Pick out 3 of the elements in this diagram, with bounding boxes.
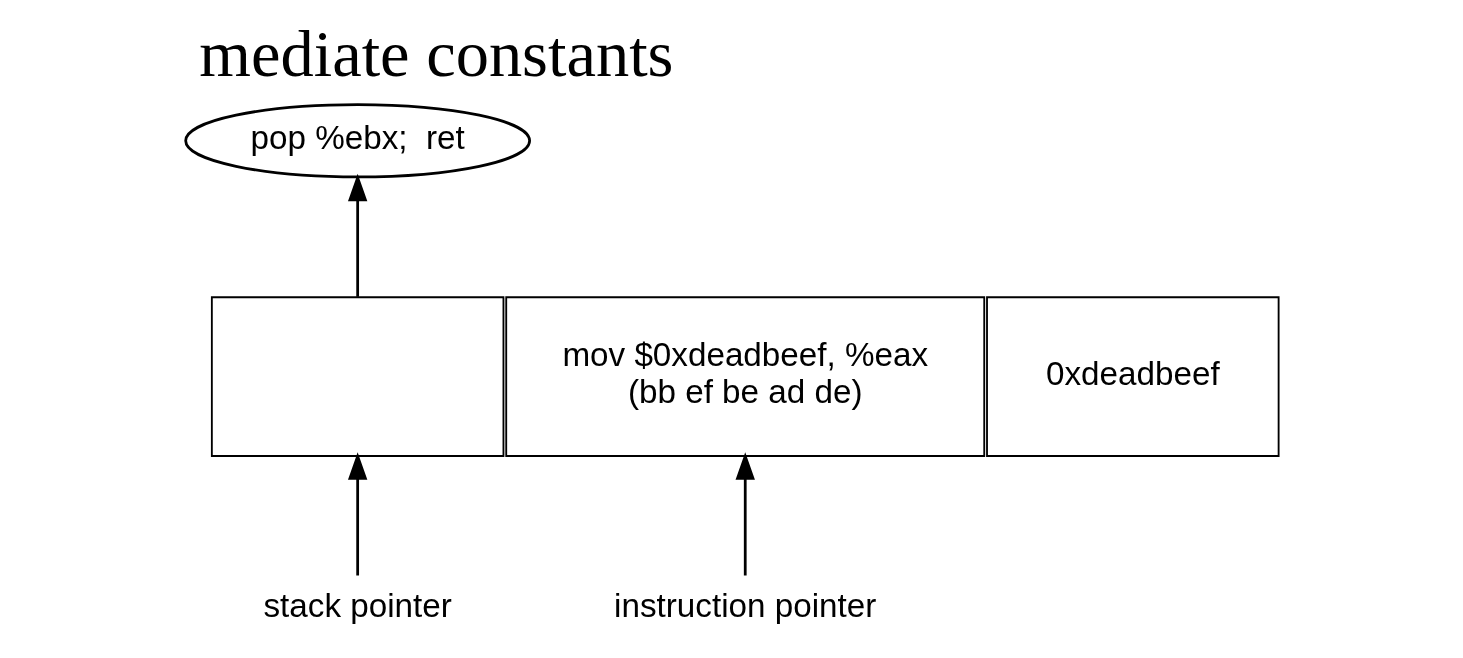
diagram-title: mediate constants <box>198 17 673 91</box>
node-text: instruction pointer <box>613 587 876 625</box>
node-text: stack pointer <box>262 587 452 625</box>
